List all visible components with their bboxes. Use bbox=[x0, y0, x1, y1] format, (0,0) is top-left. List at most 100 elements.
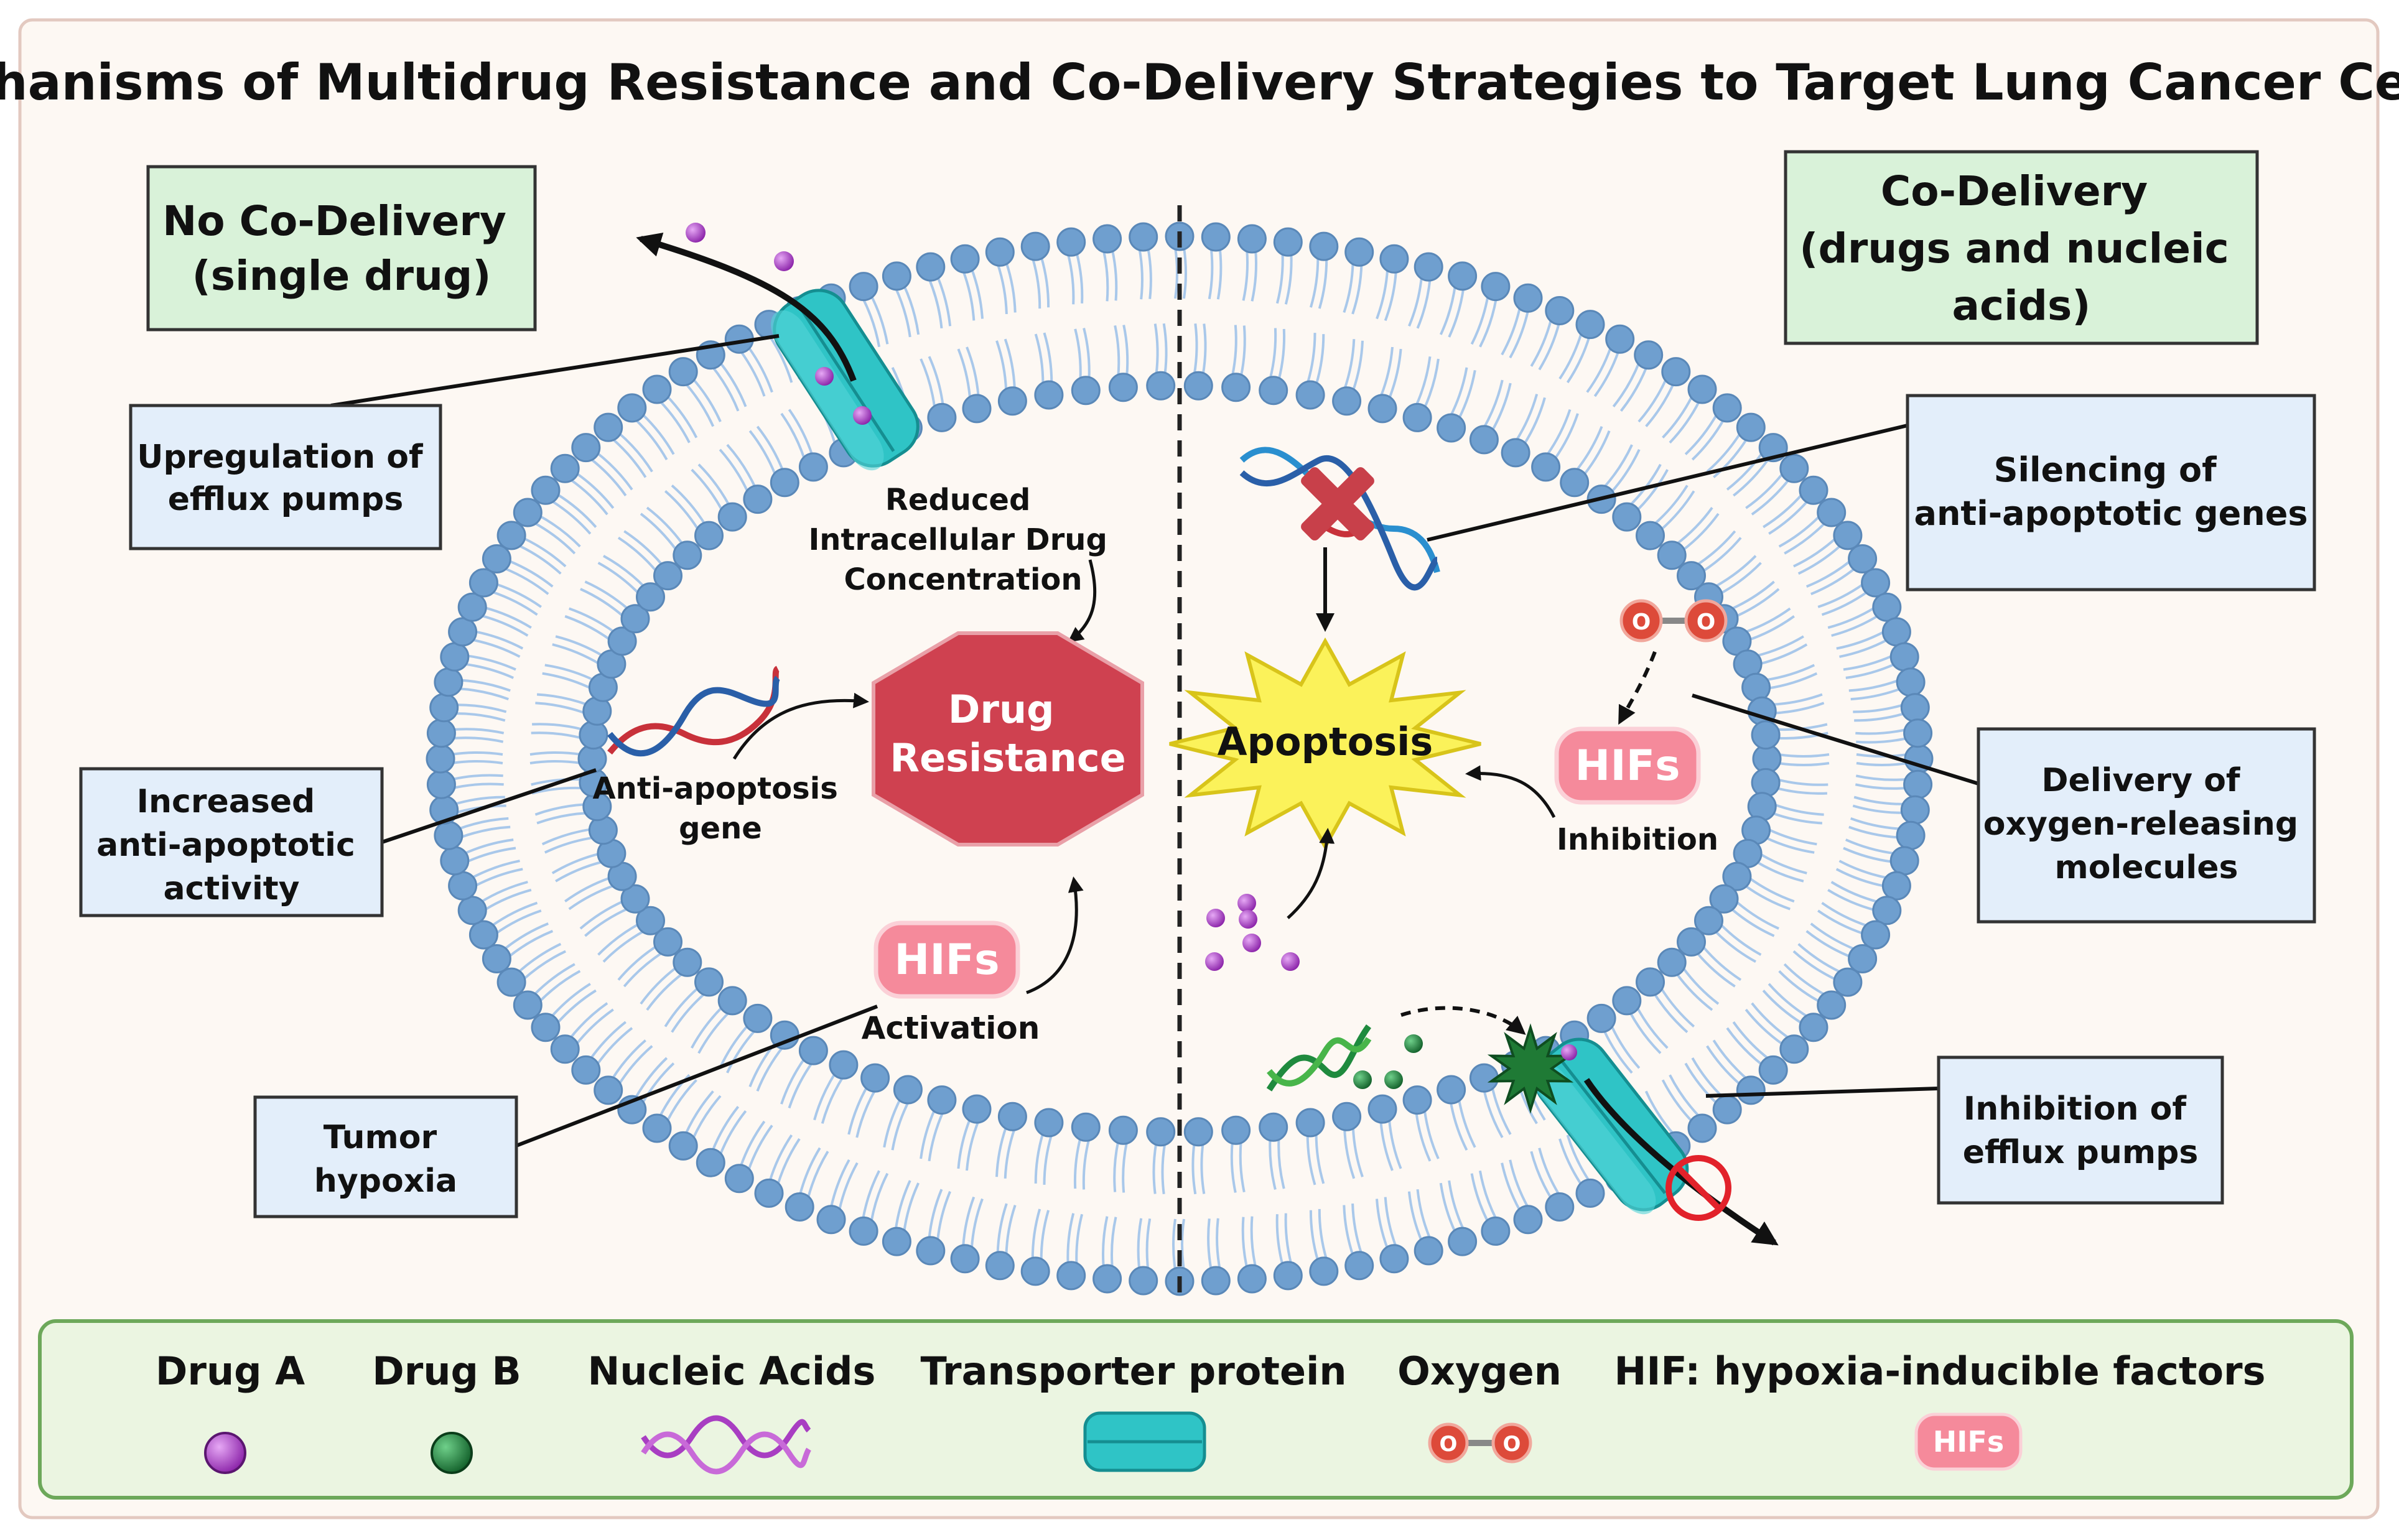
lipid-head bbox=[1221, 1115, 1251, 1145]
lipid-tail bbox=[1239, 1141, 1246, 1193]
lipid-tail bbox=[1759, 643, 1808, 666]
lipid-tail bbox=[739, 1120, 766, 1167]
lipid-head bbox=[1183, 1117, 1213, 1147]
lipid-tail bbox=[1449, 1101, 1468, 1151]
lipid-tail bbox=[1284, 1213, 1293, 1264]
lipid-tail bbox=[697, 463, 730, 506]
lipid-head bbox=[916, 252, 946, 282]
lipid-head bbox=[1108, 373, 1138, 402]
lipid-head bbox=[1309, 1256, 1339, 1286]
oxygen-atom-label: O bbox=[1697, 610, 1716, 635]
lipid-tail bbox=[1619, 366, 1648, 412]
lipid-head bbox=[1736, 1075, 1766, 1105]
lipid-tail bbox=[1772, 693, 1823, 706]
legend-drug-a-label: Drug A bbox=[156, 1348, 305, 1394]
lipid-tail bbox=[719, 1110, 747, 1156]
lipid-tail bbox=[726, 443, 757, 488]
lipid-tail bbox=[452, 728, 505, 735]
lipid-tail bbox=[1458, 369, 1476, 420]
lipid-head bbox=[673, 540, 702, 570]
lipid-tail bbox=[1684, 413, 1718, 455]
lipid-tail bbox=[1114, 325, 1120, 377]
lipid-tail bbox=[1242, 249, 1249, 301]
lipid-head bbox=[1687, 1113, 1717, 1143]
lipid-head bbox=[1379, 1244, 1409, 1274]
lipid-tail bbox=[719, 361, 747, 407]
callout-line: molecules bbox=[2055, 849, 2238, 886]
lipid-tail bbox=[580, 588, 625, 618]
lipid-head bbox=[668, 357, 698, 387]
lipid-tail bbox=[495, 583, 542, 608]
lipid-head bbox=[1634, 340, 1664, 370]
lipid-head bbox=[1259, 1112, 1288, 1142]
lipid-head bbox=[785, 1192, 814, 1222]
lipid-tail bbox=[1439, 285, 1456, 335]
lipid-tail bbox=[1653, 485, 1689, 526]
lipid-tail bbox=[508, 559, 554, 588]
lipid-tail bbox=[894, 1180, 911, 1230]
lipid-tail bbox=[1343, 1205, 1354, 1256]
lipid-tail bbox=[555, 635, 603, 657]
lipid-tail bbox=[1530, 318, 1553, 367]
lipid-head bbox=[482, 544, 511, 573]
callout-anti-apoptotic-text: Increased anti-apoptotic activity bbox=[96, 783, 366, 907]
lipid-head bbox=[440, 642, 470, 672]
lipid-head bbox=[1437, 413, 1466, 443]
lipid-tail bbox=[1478, 1170, 1498, 1220]
lipid-tail bbox=[788, 409, 814, 456]
lipid-tail bbox=[452, 736, 504, 743]
lipid-tail bbox=[1439, 1182, 1456, 1233]
lipid-tail bbox=[1817, 909, 1864, 935]
lipid-head bbox=[893, 1075, 923, 1105]
lipid-tail bbox=[1152, 1143, 1158, 1194]
lipid-tail bbox=[473, 868, 523, 888]
lipid-tail bbox=[596, 452, 633, 491]
anti-apoptosis-gene-label: Anti-apoptosis gene bbox=[593, 771, 849, 846]
lipid-tail bbox=[855, 1089, 877, 1138]
figure-frame bbox=[18, 18, 2380, 1519]
lipid-tail bbox=[747, 346, 773, 393]
lipid-tail bbox=[555, 860, 603, 883]
lipid-tail bbox=[1122, 1141, 1129, 1193]
lipid-tail bbox=[1745, 472, 1784, 509]
lipid-tail bbox=[544, 664, 595, 682]
lipid-head bbox=[1903, 769, 1933, 799]
lipid-head bbox=[849, 1216, 878, 1246]
lipid-tail bbox=[1449, 367, 1468, 417]
lipid-head bbox=[636, 582, 665, 612]
lipid-tail bbox=[1726, 452, 1764, 491]
lipid-tail bbox=[1530, 1151, 1553, 1199]
lipid-tail bbox=[536, 812, 587, 825]
lipid-tail bbox=[1662, 395, 1693, 438]
lipid-head bbox=[429, 693, 459, 723]
lipid-head bbox=[717, 502, 747, 532]
lipid-tail bbox=[1735, 588, 1780, 618]
lipid-tail bbox=[544, 836, 594, 854]
legend-drug-b-icon bbox=[431, 1432, 473, 1474]
lipid-tail bbox=[1852, 804, 1904, 814]
lipid-tail bbox=[1777, 762, 1830, 766]
lipid-tail bbox=[533, 963, 575, 996]
lipid-tail bbox=[1491, 1086, 1512, 1135]
lipid-head bbox=[642, 374, 672, 404]
lipid-tail bbox=[995, 340, 1008, 391]
lipid-tail bbox=[1856, 762, 1908, 766]
lipid-tail bbox=[821, 1076, 844, 1124]
lipid-tail bbox=[1762, 990, 1803, 1025]
lipid-tail bbox=[962, 270, 976, 321]
lipid-tail bbox=[1387, 1118, 1402, 1169]
lipid-head bbox=[1677, 561, 1706, 591]
lipid-tail bbox=[970, 1198, 984, 1249]
drug-to-apoptosis-arrow bbox=[1287, 828, 1335, 919]
lipid-tail bbox=[618, 432, 653, 473]
lipid-tail bbox=[597, 922, 640, 956]
lipid-tail bbox=[1483, 1089, 1504, 1138]
legend-drug-b-label: Drug B bbox=[372, 1348, 521, 1394]
lipid-tail bbox=[1031, 257, 1041, 309]
lipid-tail bbox=[589, 1021, 627, 1060]
lipid-head bbox=[916, 1236, 946, 1266]
legend-transporter-label: Transporter protein bbox=[921, 1348, 1347, 1394]
lipid-tail bbox=[603, 554, 645, 588]
lipid-tail bbox=[928, 1111, 944, 1162]
lipid-head bbox=[927, 402, 957, 432]
